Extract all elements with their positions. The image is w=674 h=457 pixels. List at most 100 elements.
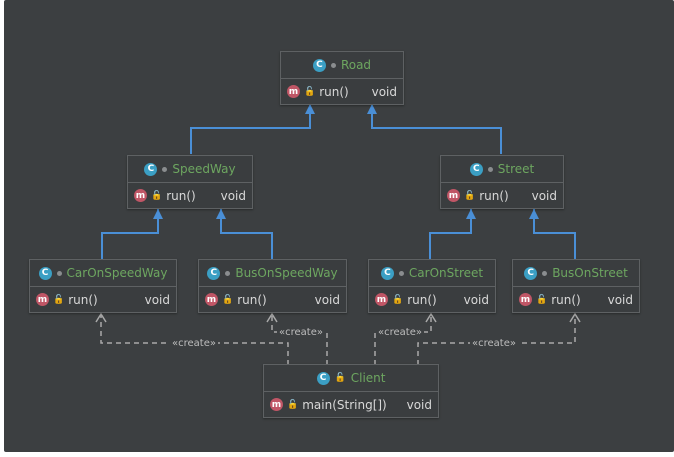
method-return-type: void	[463, 292, 489, 307]
public-lock-icon: 🔓	[464, 190, 476, 201]
create-label: «create»	[170, 338, 218, 349]
visibility-dot-icon	[56, 270, 62, 276]
inheritance-busonstreet-street	[533, 209, 576, 259]
public-lock-icon: 🔓	[222, 294, 234, 305]
public-lock-icon: 🔓	[53, 294, 65, 305]
class-name: SpeedWay	[172, 162, 236, 176]
class-street[interactable]: C Street m 🔓 run() void	[440, 155, 564, 209]
method-icon: m	[205, 293, 218, 306]
visibility-dot-icon	[330, 62, 336, 68]
class-icon: C	[469, 162, 483, 176]
method-return-type: void	[220, 188, 246, 203]
dependency-arrowhead	[425, 312, 437, 323]
method-icon: m	[375, 293, 388, 306]
class-name: Road	[340, 58, 372, 72]
method-return-type: void	[607, 292, 633, 307]
method-row: m 🔓 main(String[]) void	[264, 392, 438, 417]
class-client[interactable]: C 🔓 Client m 🔓 main(String[]) void	[263, 364, 439, 418]
method-row: m 🔓 run() void	[128, 183, 252, 208]
inheritance-street-road	[371, 104, 502, 154]
inheritance-arrowhead	[305, 104, 315, 114]
inheritance-arrowhead	[153, 209, 163, 219]
public-lock-icon: 🔓	[304, 86, 316, 97]
class-icon: C	[207, 266, 221, 280]
method-return-type: void	[371, 84, 397, 99]
method-signature: main(String[])	[302, 397, 387, 412]
class-speedway[interactable]: C SpeedWay m 🔓 run() void	[127, 155, 253, 209]
inheritance-busonspeedway-speedway	[220, 209, 273, 259]
class-name: CarOnSpeedWay	[66, 266, 168, 280]
inheritance-caronstreet-street	[429, 209, 472, 259]
class-name: Street	[497, 162, 535, 176]
class-header: C SpeedWay	[128, 156, 252, 183]
visibility-dot-icon	[542, 270, 548, 276]
method-signature: run()	[479, 188, 509, 203]
class-icon: C	[312, 58, 326, 72]
method-return-type: void	[144, 292, 170, 307]
public-lock-icon: 🔓	[536, 294, 548, 305]
method-signature: run()	[68, 292, 98, 307]
dependency-arrowhead	[266, 312, 278, 323]
method-row: m 🔓 run() void	[369, 287, 495, 312]
inheritance-arrowhead	[529, 209, 539, 219]
method-row: m 🔓 run() void	[513, 287, 639, 312]
inheritance-arrowhead	[466, 209, 476, 219]
public-lock-icon: 🔓	[392, 294, 404, 305]
inheritance-arrowhead	[216, 209, 226, 219]
class-busonstreet[interactable]: C BusOnStreet m 🔓 run() void	[512, 259, 640, 313]
inheritance-arrowhead	[367, 104, 377, 114]
class-header: C Street	[441, 156, 563, 183]
class-header: C CarOnStreet	[369, 260, 495, 287]
method-row: m 🔓 run() void	[199, 287, 346, 312]
method-return-type: void	[406, 397, 432, 412]
inheritance-speedway-road	[190, 104, 311, 154]
create-label: «create»	[277, 327, 325, 338]
visibility-dot-icon	[487, 166, 493, 172]
class-name: Client	[350, 371, 386, 385]
class-name: BusOnSpeedWay	[235, 266, 338, 280]
class-header: C CarOnSpeedWay	[30, 260, 176, 287]
diagram-canvas: «create» «create» «create» «create» C Ro…	[4, 0, 674, 452]
method-icon: m	[270, 398, 283, 411]
class-name: BusOnStreet	[552, 266, 628, 280]
method-signature: run()	[166, 188, 196, 203]
method-icon: m	[36, 293, 49, 306]
visibility-dot-icon	[162, 166, 168, 172]
visibility-dot-icon	[225, 270, 231, 276]
class-icon: C	[316, 371, 330, 385]
class-header: C Road	[281, 52, 403, 79]
class-name: CarOnStreet	[408, 266, 484, 280]
class-caronspeedway[interactable]: C CarOnSpeedWay m 🔓 run() void	[29, 259, 177, 313]
method-icon: m	[134, 189, 147, 202]
class-icon: C	[38, 266, 52, 280]
class-header: C 🔓 Client	[264, 365, 438, 392]
method-return-type: void	[314, 292, 340, 307]
method-icon: m	[519, 293, 532, 306]
dependency-client-busonspeedway	[271, 315, 328, 365]
public-lock-icon: 🔓	[334, 373, 346, 383]
public-lock-icon: 🔓	[287, 399, 299, 410]
method-row: m 🔓 run() void	[281, 79, 403, 104]
dependency-client-caronstreet	[374, 315, 432, 365]
create-label: «create»	[376, 327, 424, 338]
class-icon: C	[144, 162, 158, 176]
method-signature: run()	[551, 292, 581, 307]
dependency-client-caronspeedway	[100, 315, 289, 365]
dependency-arrowhead	[95, 312, 107, 323]
method-signature: run()	[407, 292, 437, 307]
method-row: m 🔓 run() void	[441, 183, 563, 208]
method-icon: m	[287, 85, 300, 98]
method-signature: run()	[319, 84, 349, 99]
class-busonspeedway[interactable]: C BusOnSpeedWay m 🔓 run() void	[198, 259, 347, 313]
class-header: C BusOnSpeedWay	[199, 260, 346, 287]
visibility-dot-icon	[398, 270, 404, 276]
method-row: m 🔓 run() void	[30, 287, 176, 312]
inheritance-caronspeedway-speedway	[101, 209, 159, 259]
dependency-arrowhead	[569, 312, 581, 323]
method-signature: run()	[237, 292, 267, 307]
method-icon: m	[447, 189, 460, 202]
public-lock-icon: 🔓	[151, 190, 163, 201]
class-caronstreet[interactable]: C CarOnStreet m 🔓 run() void	[368, 259, 496, 313]
class-header: C BusOnStreet	[513, 260, 639, 287]
class-road[interactable]: C Road m 🔓 run() void	[280, 51, 404, 105]
